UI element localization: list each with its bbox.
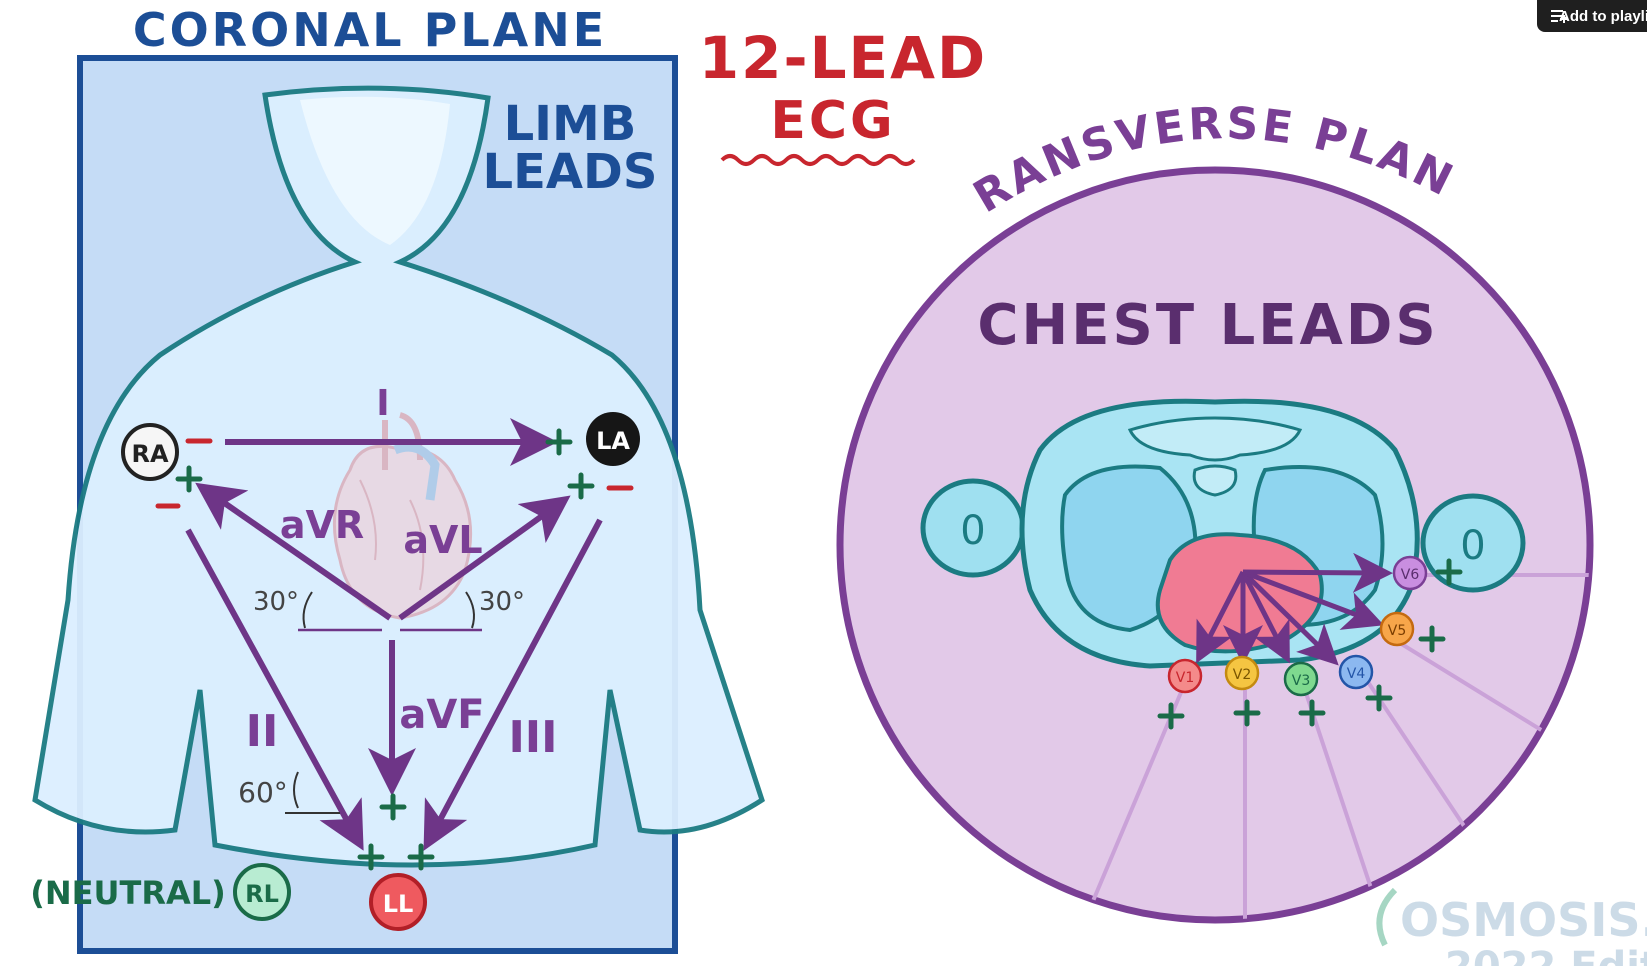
lead-avr-label: aVR [280, 503, 364, 547]
title-line1: 12-LEAD [699, 24, 987, 92]
electrode-ra: RA [121, 423, 179, 481]
angle-left-label: 30° [253, 587, 299, 617]
angle-bottom-label: 60° [238, 776, 288, 809]
lead-avr-arrow [195, 482, 392, 621]
electrode-ra-label: RA [131, 440, 168, 468]
lead-ii-label: II [246, 706, 279, 757]
neutral-label: (NEUTRAL) [30, 874, 226, 912]
chest-electrode-v4: V4 [1338, 654, 1374, 690]
chest-electrode-v3: V3 [1283, 661, 1319, 697]
title-squiggle [720, 154, 916, 166]
lead-i-label: I [376, 383, 389, 424]
chest-leads-label: CHEST LEADS [977, 293, 1438, 358]
lead-ii-arrow [185, 528, 364, 851]
watermark-edition: 2022 Edition [1445, 944, 1647, 966]
limb-leads-label-line2: LEADS [483, 144, 658, 200]
spine-section [1127, 416, 1303, 497]
electrode-ll-label: LL [383, 890, 414, 918]
chest-electrode-v2-label: V2 [1233, 667, 1251, 683]
angle-arc-left [302, 591, 313, 629]
title-line2: ECG [770, 91, 895, 151]
lead-avf-label: aVF [399, 692, 484, 738]
electrode-rl: RL [233, 863, 291, 921]
coronal-plane-panel: CORONAL PLANE LIMB LEADS I aVR aVL 30° 3… [30, 3, 765, 954]
osmosis-logo-arc [1376, 887, 1398, 947]
polarity-marks [155, 428, 634, 871]
chest-electrode-v3-label: V3 [1292, 673, 1310, 689]
coronal-plane-heading: CORONAL PLANE [133, 3, 607, 57]
angle-right-label: 30° [479, 587, 525, 617]
angle-arc-right [465, 591, 475, 629]
chest-electrode-v6-label: V6 [1401, 567, 1420, 583]
ecg-title: 12-LEAD ECG [699, 24, 987, 166]
lead-avl-arrow [398, 495, 571, 621]
angle-arc-bottom [293, 771, 299, 809]
chest-electrode-v5: V5 [1379, 611, 1415, 647]
add-to-playlist-label: Add to playlist [1559, 7, 1647, 25]
chest-electrode-v1: V1 [1167, 658, 1203, 694]
osmosis-watermark: OSMOSIS.org 2022 Edition [1376, 887, 1647, 966]
electrode-la: LA [586, 412, 640, 466]
limb-leads-label-line1: LIMB [504, 96, 637, 152]
lead-iii-arrow [423, 518, 603, 851]
chest-electrode-v5-label: V5 [1388, 623, 1406, 639]
chest-electrode-v1-label: V1 [1176, 670, 1194, 686]
chest-electrode-v4-label: V4 [1347, 666, 1366, 682]
electrode-rl-label: RL [245, 880, 279, 908]
lead-iii-label: III [508, 712, 557, 763]
chest-lead-arrows [1196, 552, 1393, 666]
chest-electrode-v2: V2 [1224, 655, 1260, 691]
chest-electrode-v6: V6 [1392, 555, 1428, 591]
electrode-ll: LL [369, 873, 427, 931]
arm-left-label: 0 [960, 508, 985, 554]
neck-shading [300, 96, 450, 245]
watermark-brand: OSMOSIS.org [1400, 893, 1647, 947]
lead-avl-label: aVL [403, 518, 482, 562]
arm-right-label: 0 [1460, 523, 1485, 569]
electrode-la-label: LA [596, 427, 630, 455]
add-to-playlist-button[interactable]: Add to playlist [1537, 0, 1647, 32]
chest-plus-marks [1157, 558, 1463, 730]
